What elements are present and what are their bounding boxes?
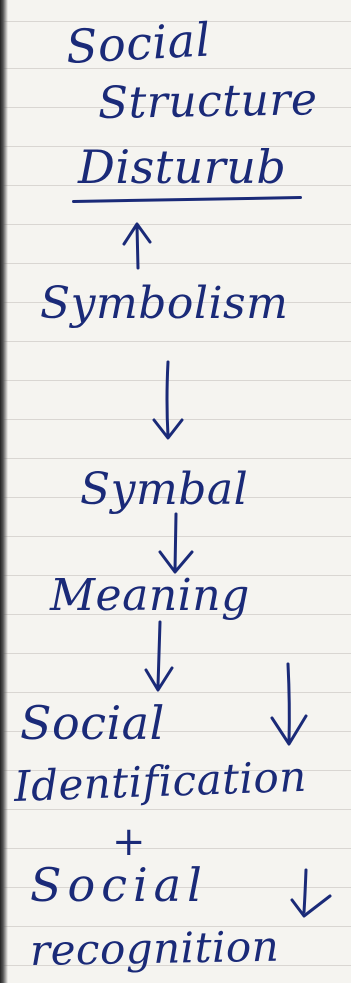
- arrow-down-icon-4: [270, 662, 308, 746]
- page-edge: [0, 0, 8, 983]
- plus-sign: +: [112, 819, 147, 865]
- text-social-2: Social: [20, 696, 165, 750]
- arrow-down-icon-1: [152, 360, 184, 440]
- text-meaning: Meaning: [50, 570, 250, 621]
- text-disturb: Disturub: [78, 140, 287, 194]
- text-social-3: Social: [30, 858, 208, 912]
- text-symbolism: Symbolism: [40, 278, 289, 329]
- arrow-down-icon-3: [144, 620, 174, 692]
- arrow-down-icon-2: [158, 512, 194, 574]
- arrow-down-icon-5: [290, 868, 332, 918]
- arrow-up-icon: [122, 222, 152, 270]
- text-symbal: Symbal: [80, 464, 249, 515]
